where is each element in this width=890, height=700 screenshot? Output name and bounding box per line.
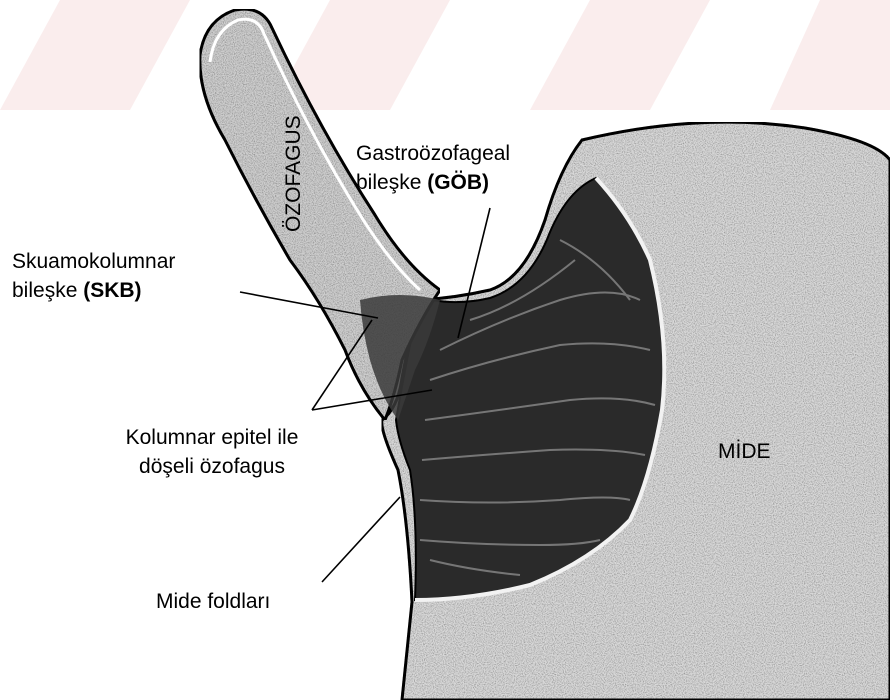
- watermark-stripes: [0, 0, 890, 110]
- stomach-folds-label: Mide foldları: [156, 590, 270, 613]
- skb-label-line1: Skuamokolumnar: [12, 250, 175, 273]
- esophagus-label: ÖZOFAGUS: [282, 115, 305, 232]
- gob-label-abbrev: (GÖB): [427, 171, 489, 194]
- skb-label-abbrev: (SKB): [83, 279, 141, 302]
- stomach-label: MİDE: [718, 440, 771, 463]
- columnar-label-line2: döşeli özofagus: [139, 455, 285, 478]
- gob-label-line2: bileşke (GÖB): [356, 171, 489, 194]
- gob-label-line1: Gastroözofageal: [356, 142, 510, 165]
- columnar-label-line1: Kolumnar epitel ile: [126, 426, 299, 449]
- gob-label-prefix: bileşke: [356, 171, 427, 194]
- skb-label-line2: bileşke (SKB): [12, 279, 142, 302]
- leader-folds: [322, 497, 400, 582]
- skb-label-prefix: bileşke: [12, 279, 83, 302]
